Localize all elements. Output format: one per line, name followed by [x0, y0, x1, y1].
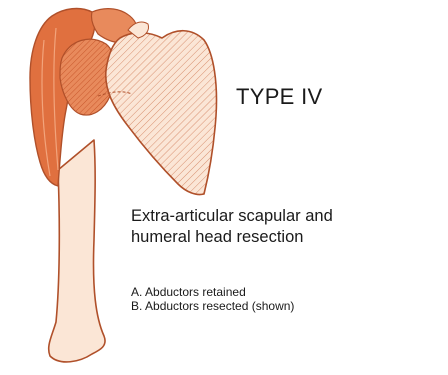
- procedure-line-1: Extra-articular scapular and: [131, 206, 333, 227]
- procedure-line-2: humeral head resection: [131, 227, 333, 248]
- abductor-options: A. Abductors retained B. Abductors resec…: [131, 285, 294, 313]
- option-a: A. Abductors retained: [131, 285, 294, 299]
- option-b: B. Abductors resected (shown): [131, 299, 294, 313]
- procedure-description: Extra-articular scapular and humeral hea…: [131, 206, 333, 248]
- resected-scapula: [106, 31, 217, 195]
- type-label: TYPE IV: [236, 84, 322, 110]
